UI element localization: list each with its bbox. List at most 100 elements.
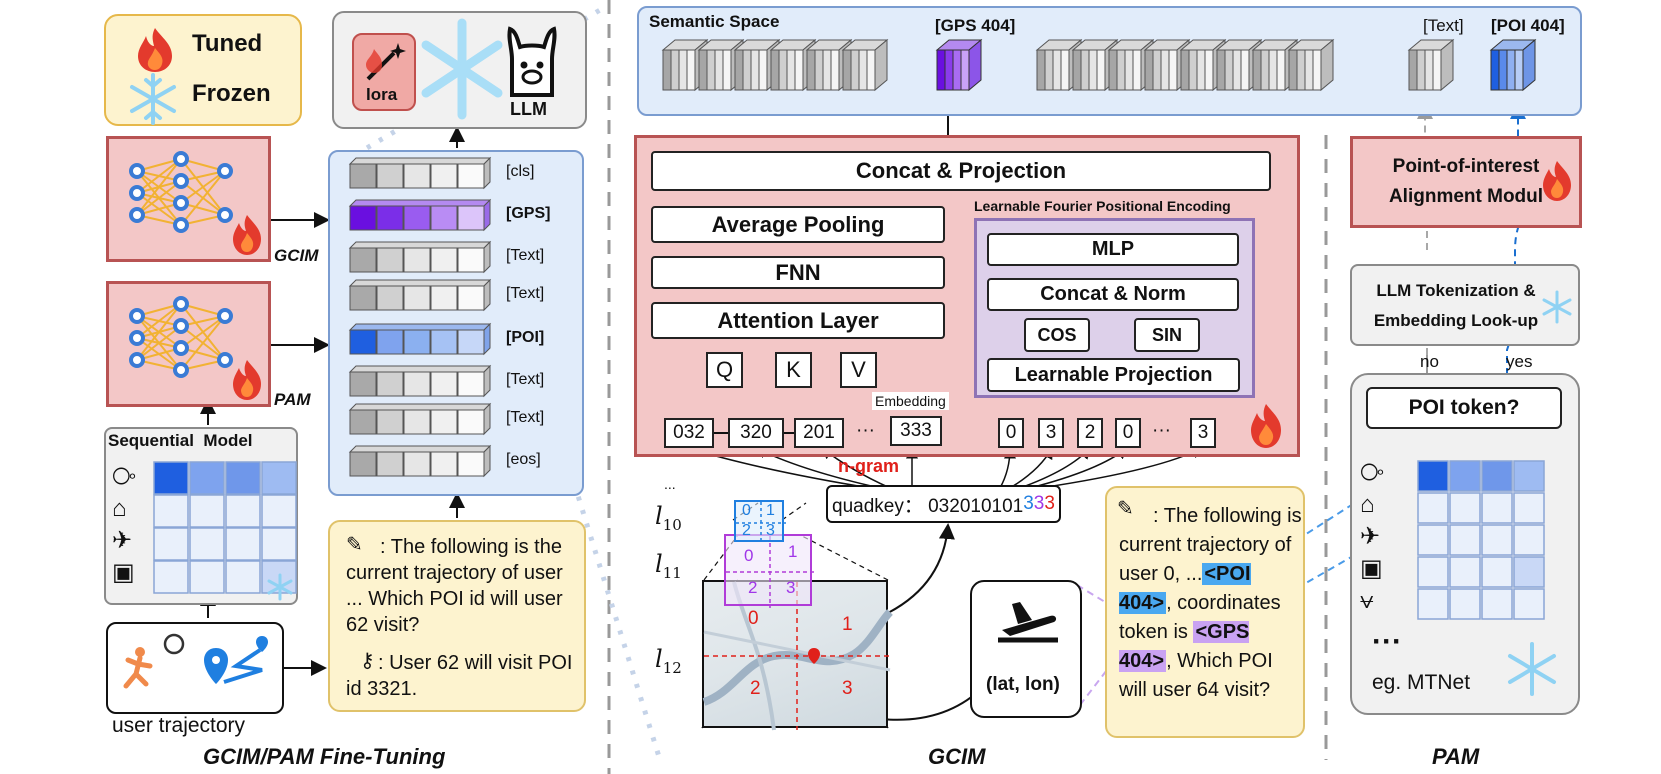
token-label: [GPS] <box>506 205 551 222</box>
average-pooling-block: Average Pooling <box>651 206 945 243</box>
digit-box: 0 <box>1115 418 1141 448</box>
token-stack-box: [cls] [GPS] [Text] [Text] [POI] [Text] [… <box>328 150 584 496</box>
qa-pen-icon: ✎ <box>1117 498 1134 520</box>
legend-frozen-label: Frozen <box>192 80 271 107</box>
llm-tokenization-label: LLM Tokenization & Embedding Look-up <box>1373 281 1539 330</box>
fnn-block: FNN <box>651 256 945 289</box>
gcim-side-label: GCIM <box>274 246 319 265</box>
stadium-icon: ▣ <box>1360 555 1383 582</box>
pam-ellipsis: ··· <box>1372 625 1402 658</box>
fire-icon <box>1251 404 1281 448</box>
quadkey-digit: 3 <box>1033 493 1045 514</box>
query-block: Q <box>706 352 743 388</box>
left-section-title: GCIM/PAM Fine-Tuning <box>203 744 446 769</box>
cos-block: COS <box>1024 318 1090 352</box>
token-label: [Text] <box>506 247 545 264</box>
poi-404-label: [POI 404] <box>1491 16 1565 35</box>
quadrant-label: 1 <box>842 614 853 635</box>
gcim-module <box>106 136 271 262</box>
ngram-box: 032 <box>664 418 714 448</box>
pam-example-label: eg. MTNet <box>1372 671 1471 694</box>
quadrant-label: 2 <box>742 522 751 539</box>
prompt-mid-box: ✎ : The following is current trajectory … <box>1105 486 1305 738</box>
gps-404-embedding <box>935 38 983 92</box>
digit-box: 3 <box>1190 418 1216 448</box>
map-tile-10: 0 1 2 3 <box>734 500 786 544</box>
sin-block: SIN <box>1134 318 1200 352</box>
sequential-model-box: Sequential Model ⧂ ⌂ ✈ ▣ <box>104 427 298 605</box>
ngram-label: n-gram <box>838 456 900 476</box>
quadrant-label: 1 <box>788 542 798 561</box>
latlon-label: (lat, lon) <box>986 674 1060 695</box>
plane-departure-icon <box>998 602 1058 643</box>
lora-adapter: lora <box>352 33 416 111</box>
prompt-mid-text: : The following is current trajectory of… <box>1119 505 1302 701</box>
digit-box: 0 <box>998 418 1024 448</box>
rail-icon: ⧂ <box>1360 459 1384 486</box>
airport-icon: ✈ <box>112 527 133 554</box>
poi-404-embedding <box>1489 38 1537 92</box>
mlp-block: MLP <box>987 233 1239 266</box>
gps-tokens <box>348 198 492 232</box>
value-block: V <box>840 352 877 388</box>
fire-icon <box>233 360 261 400</box>
airport-icon: ✈ <box>1360 523 1381 550</box>
pam-section-title: PAM <box>1432 744 1480 769</box>
prompt-answer: : User 62 will visit POI id 3321. <box>346 652 573 700</box>
magic-wand-icon <box>366 43 406 81</box>
ngram-ellipsis: ··· <box>856 420 875 441</box>
fourier-encoding-title: Learnable Fourier Positional Encoding <box>974 198 1231 214</box>
snowflake-icon <box>1542 290 1572 324</box>
snowflake-icon <box>1508 642 1556 696</box>
quadrant-label: 0 <box>742 502 751 519</box>
stadium-icon: ▣ <box>112 559 135 586</box>
concat-projection-block: Concat & Projection <box>651 151 1271 191</box>
level-10-label: l10 <box>655 502 682 534</box>
home-icon: ⌂ <box>1360 491 1375 518</box>
fire-icon <box>138 28 172 72</box>
token-label: [eos] <box>506 451 541 468</box>
token-label: [Text] <box>506 409 545 426</box>
prompt-question: : The following is the current trajector… <box>346 536 563 636</box>
digit-box: 3 <box>1038 418 1064 448</box>
attention-layer-block: Attention Layer <box>651 302 945 339</box>
token-label: [POI] <box>506 329 545 346</box>
user-trajectory-box <box>106 622 284 714</box>
no-label: no <box>1420 352 1439 371</box>
map-tile-11: 0 1 2 3 <box>724 534 814 608</box>
quadrant-label: 3 <box>766 522 775 539</box>
key-block: K <box>775 352 812 388</box>
quadrant-label: 0 <box>748 608 759 629</box>
prompt-left-box: ✎ : The following is the current traject… <box>328 520 586 712</box>
gps-404-label: [GPS 404] <box>935 16 1016 35</box>
token-embeddings <box>348 156 492 478</box>
trajectory-icon <box>123 633 268 689</box>
embedding-matrix <box>1417 460 1545 620</box>
digit-box: 2 <box>1077 418 1103 448</box>
text-label: [Text] <box>1423 16 1464 35</box>
level-12-label: l12 <box>655 645 682 677</box>
quadkey-digit: 3 <box>1023 493 1034 514</box>
gcim-section-title: GCIM <box>928 744 986 769</box>
token-label: [cls] <box>506 163 535 180</box>
quadrant-label: 2 <box>748 578 758 597</box>
quadrant-label: 2 <box>750 678 761 699</box>
fire-icon <box>233 215 261 255</box>
neural-network-icon <box>129 296 233 378</box>
latlon-box: (lat, lon) <box>970 580 1082 718</box>
llm-label: LLM <box>510 99 547 119</box>
rail-icon: ⧂ <box>112 463 136 490</box>
lora-label: lora <box>366 85 398 104</box>
semantic-space-title: Semantic Space <box>649 12 780 31</box>
snowflake-icon <box>267 573 293 601</box>
poi-tokens <box>348 322 492 356</box>
semantic-embeddings <box>662 38 1537 92</box>
pam-side-label: PAM <box>274 390 311 409</box>
poi-alignment-module: Point-of-interest Alignment Modul <box>1350 136 1582 228</box>
token-label: [Text] <box>506 371 545 388</box>
yes-label: yes <box>1506 352 1533 371</box>
llm-tokenization-box: LLM Tokenization & Embedding Look-up <box>1350 264 1580 346</box>
poi-type-icons: ⧂ ⌂ ✈ ▣ ⩝ <box>1360 457 1384 617</box>
quadrant-label: 3 <box>786 578 796 597</box>
quadrant-label: 3 <box>842 678 853 699</box>
